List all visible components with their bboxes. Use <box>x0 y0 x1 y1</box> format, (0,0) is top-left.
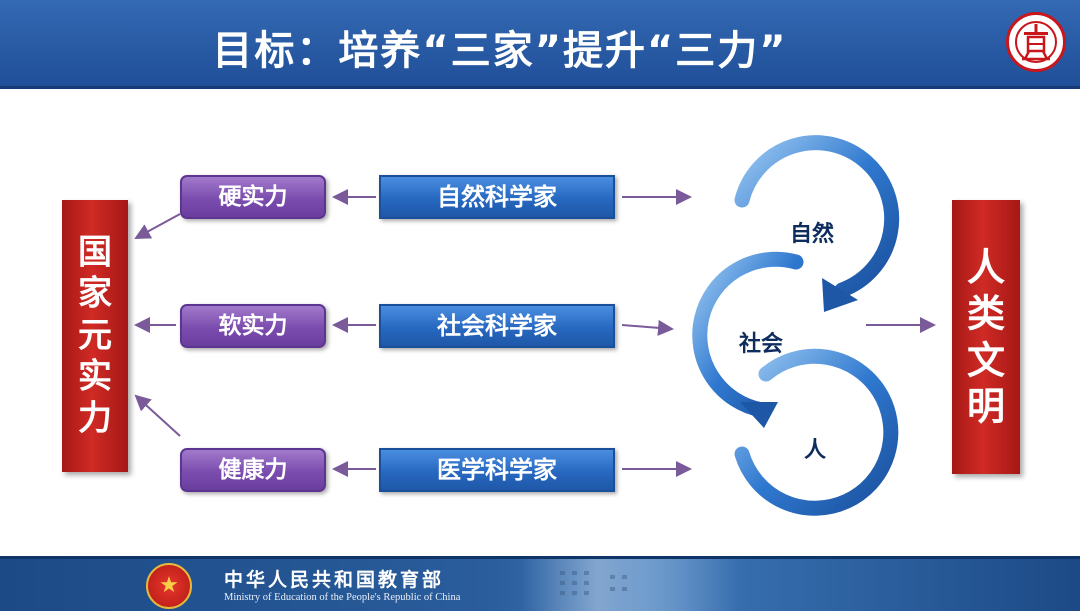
health-power-box: 健康力 <box>180 448 326 492</box>
ministry-name-en: Ministry of Education of the People's Re… <box>224 592 461 603</box>
national-strength-char: 国 <box>78 232 112 273</box>
building-image <box>520 559 740 611</box>
cycle-ring-people <box>734 348 899 516</box>
cycle-arrowhead-society <box>740 402 778 428</box>
national-strength-char: 元 <box>78 315 112 356</box>
cycle-ring-society <box>692 251 804 418</box>
national-emblem-icon: ★ <box>146 563 192 609</box>
hard-power-box: 硬实力 <box>180 175 326 219</box>
cycle-label-nature: 自然 <box>790 222 835 247</box>
civilization-char: 明 <box>966 384 1005 429</box>
natural-scientist-box: 自然科学家 <box>379 175 615 219</box>
arrow-social-to-cycle <box>621 319 674 336</box>
soft-power-box: 软实力 <box>180 304 326 348</box>
ministry-name-cn: 中华人民共和国教育部 <box>224 569 445 591</box>
header-bar: 目标：培养“三家”提升“三力” <box>0 0 1080 89</box>
logo <box>1006 12 1066 72</box>
civilization-char: 文 <box>966 338 1005 382</box>
national-strength-box: 国 家 元 实 力 <box>62 200 128 472</box>
social-scientist-box: 社会科学家 <box>379 304 615 348</box>
arrow-health-to-national <box>134 394 181 437</box>
medical-scientist-box: 医学科学家 <box>379 448 615 492</box>
civilization-char: 类 <box>966 291 1005 336</box>
cycle-ring-nature <box>734 135 900 298</box>
arrow-hard-to-national <box>134 213 181 239</box>
page-title: 目标：培养“三家”提升“三力” <box>212 28 788 74</box>
footer-bar: ★ 中华人民共和国教育部 Ministry of Education of th… <box>0 556 1080 611</box>
national-strength-char: 家 <box>78 273 112 314</box>
cycle-arrowhead-nature <box>822 278 858 312</box>
national-strength-char: 力 <box>78 398 112 439</box>
national-strength-char: 实 <box>78 356 112 397</box>
logo-icon <box>1015 21 1057 63</box>
cycle-label-society: 社会 <box>739 332 784 357</box>
civilization-char: 人 <box>966 245 1005 290</box>
human-civilization-box: 人 类 文 明 <box>952 200 1020 474</box>
cycle-label-people: 人 <box>804 438 827 463</box>
